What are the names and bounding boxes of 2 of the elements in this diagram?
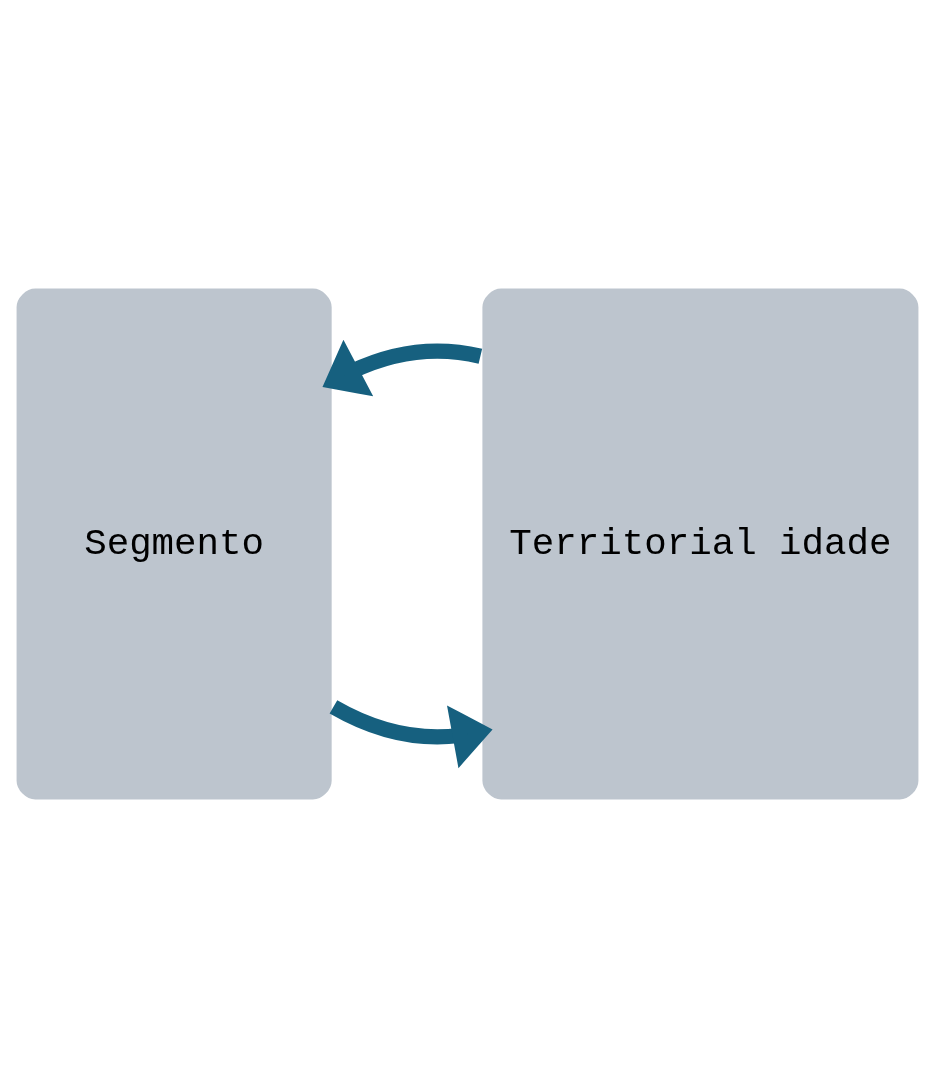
arrow xyxy=(322,339,482,396)
arrow xyxy=(329,699,493,768)
